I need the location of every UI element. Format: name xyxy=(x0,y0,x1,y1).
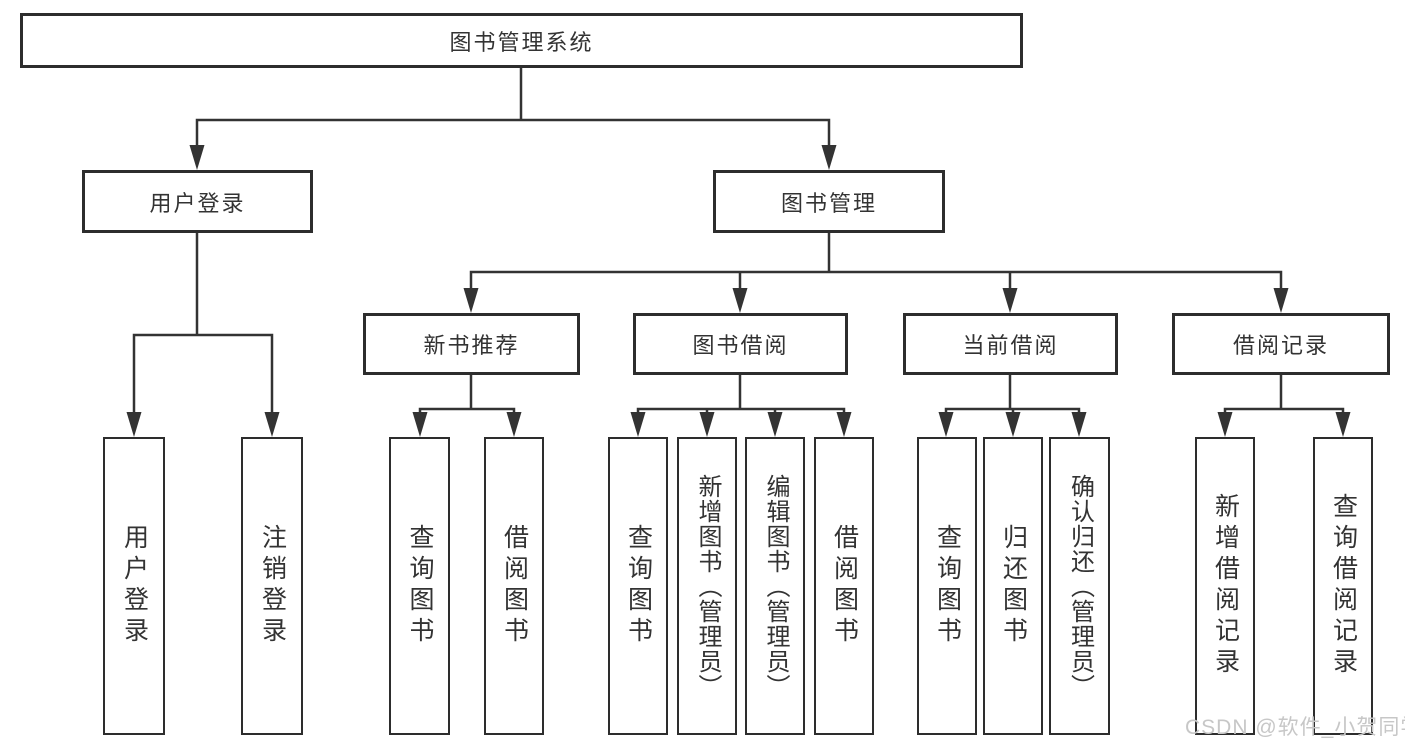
leaf-label: 注销登录 xyxy=(258,524,287,648)
leaf-query-books-current: 查询图书 xyxy=(917,437,977,735)
leaf-label: 借阅图书 xyxy=(500,524,529,648)
leaf-label: 借阅图书 xyxy=(830,524,859,648)
node-book-management: 图书管理 xyxy=(713,170,945,233)
leaf-confirm-return-admin: 确认归还（管理员） xyxy=(1049,437,1110,735)
leaf-user-login: 用户登录 xyxy=(103,437,165,735)
node-root-system: 图书管理系统 xyxy=(20,13,1023,68)
leaf-edit-book-admin: 编辑图书（管理员） xyxy=(745,437,805,735)
csdn-watermark: CSDN @软件_小贺同学 xyxy=(1185,716,1405,739)
leaf-label: 新增图书（管理员） xyxy=(694,473,721,699)
leaf-borrow-book: 借阅图书 xyxy=(814,437,874,735)
leaf-query-books-recommend: 查询图书 xyxy=(389,437,450,735)
node-user-login: 用户登录 xyxy=(82,170,313,233)
leaf-label: 查询图书 xyxy=(406,524,434,648)
leaf-add-book-admin: 新增图书（管理员） xyxy=(677,437,737,735)
leaf-add-borrow-record: 新增借阅记录 xyxy=(1195,437,1255,735)
leaf-label: 归还图书 xyxy=(999,524,1028,648)
node-new-book-recommend: 新书推荐 xyxy=(363,313,580,375)
leaf-borrow-books-recommend: 借阅图书 xyxy=(484,437,544,735)
leaf-label: 查询图书 xyxy=(933,524,962,648)
leaf-label: 编辑图书（管理员） xyxy=(762,473,789,699)
leaf-logout: 注销登录 xyxy=(241,437,303,735)
node-borrow-records: 借阅记录 xyxy=(1172,313,1390,375)
leaf-label: 用户登录 xyxy=(120,524,149,648)
leaf-label: 新增借阅记录 xyxy=(1211,493,1240,679)
leaf-label: 确认归还（管理员） xyxy=(1066,473,1094,699)
leaf-query-borrow-record: 查询借阅记录 xyxy=(1313,437,1373,735)
leaf-label: 查询借阅记录 xyxy=(1329,493,1358,679)
node-book-borrow: 图书借阅 xyxy=(633,313,848,375)
leaf-label: 查询图书 xyxy=(624,524,653,648)
leaf-query-books-borrow: 查询图书 xyxy=(608,437,668,735)
node-current-borrow: 当前借阅 xyxy=(903,313,1118,375)
leaf-return-book: 归还图书 xyxy=(983,437,1043,735)
